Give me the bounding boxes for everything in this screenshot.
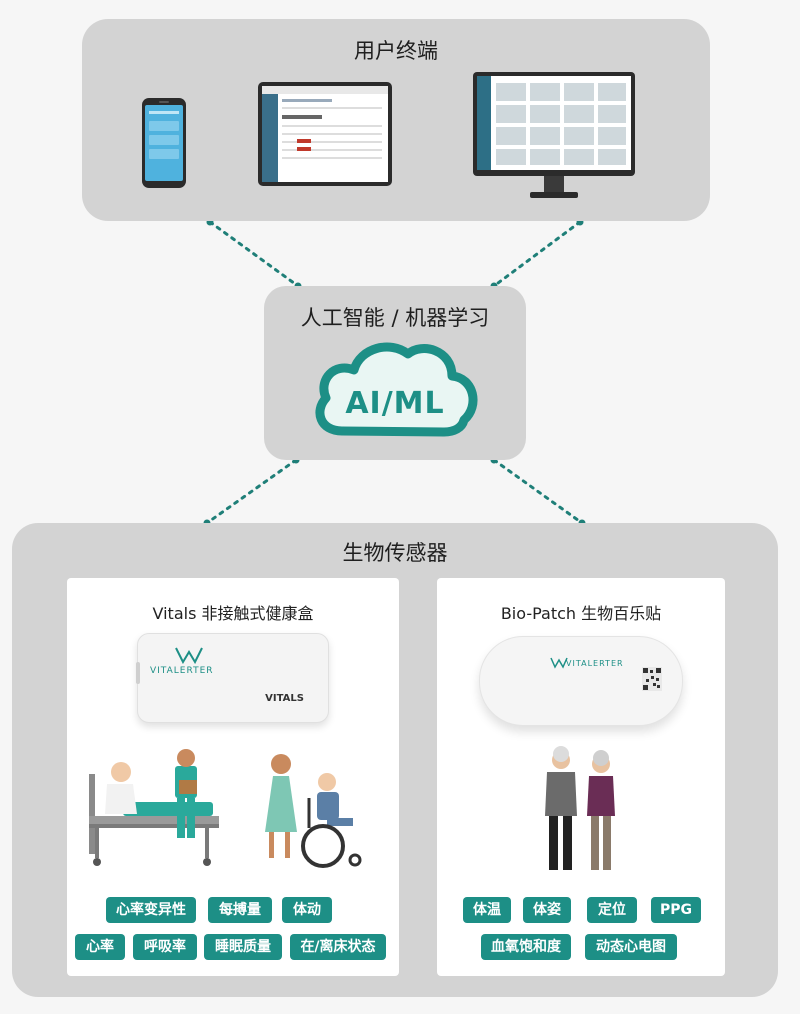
vitals-card: Vitals 非接触式健康盒 VITALERTER VITALS — [67, 578, 399, 976]
user-terminals-panel: 用户终端 — [82, 19, 710, 221]
cloud-icon — [315, 342, 478, 437]
ai-ml-cloud-label: AI/ML — [345, 386, 445, 421]
ai-ml-panel: 人工智能 / 机器学习 AI/ML — [264, 286, 526, 460]
tag-location: 定位 — [587, 897, 637, 923]
tag-respiration-rate: 呼吸率 — [133, 934, 197, 960]
tag-stroke-volume: 每搏量 — [208, 897, 272, 923]
biopatch-device: VITALERTER — [479, 636, 683, 726]
ai-ml-title: 人工智能 / 机器学习 — [300, 306, 490, 330]
connector-terminals-ai-left — [208, 220, 300, 288]
wheelchair-scene-icon — [265, 754, 362, 868]
tag-body-temperature: 体温 — [463, 897, 511, 923]
tag-sleep-quality: 睡眠质量 — [204, 934, 282, 960]
biopatch-device-brand: VITALERTER — [566, 659, 624, 668]
vitalerter-logo-icon — [550, 657, 568, 669]
vitals-card-title: Vitals 非接触式健康盒 — [152, 604, 314, 623]
vitals-device-brand: VITALERTER — [150, 666, 214, 676]
tag-posture: 体姿 — [523, 897, 571, 923]
biopatch-card: Bio-Patch 生物百乐贴 VITALERTER 体温 — [437, 578, 725, 976]
tag-spo2: 血氧饱和度 — [481, 934, 571, 960]
connector-ai-sensors-right — [492, 458, 584, 525]
connector-ai-sensors-left — [205, 458, 298, 525]
tag-body-movement: 体动 — [282, 897, 332, 923]
vitals-box-device: VITALERTER VITALS — [136, 633, 329, 723]
tablet-icon — [258, 82, 392, 186]
connector-terminals-ai-right — [492, 220, 582, 288]
tag-ppg: PPG — [651, 897, 701, 923]
tag-heart-rate: 心率 — [75, 934, 125, 960]
hospital-bed-scene-icon — [89, 749, 219, 866]
tag-bed-presence: 在/离床状态 — [290, 934, 386, 960]
tag-dynamic-ecg: 动态心电图 — [585, 934, 677, 960]
qr-code-icon — [642, 667, 662, 691]
vitalerter-logo-icon — [175, 647, 203, 664]
biopatch-card-title: Bio-Patch 生物百乐贴 — [500, 604, 662, 623]
biosensors-title: 生物传感器 — [342, 541, 448, 565]
user-terminals-title: 用户终端 — [354, 39, 438, 63]
vitals-device-model: VITALS — [265, 693, 304, 704]
phone-icon — [142, 98, 186, 188]
tag-hrv: 心率变异性 — [106, 897, 196, 923]
monitor-icon — [473, 72, 635, 198]
elderly-couple-icon — [545, 746, 615, 870]
